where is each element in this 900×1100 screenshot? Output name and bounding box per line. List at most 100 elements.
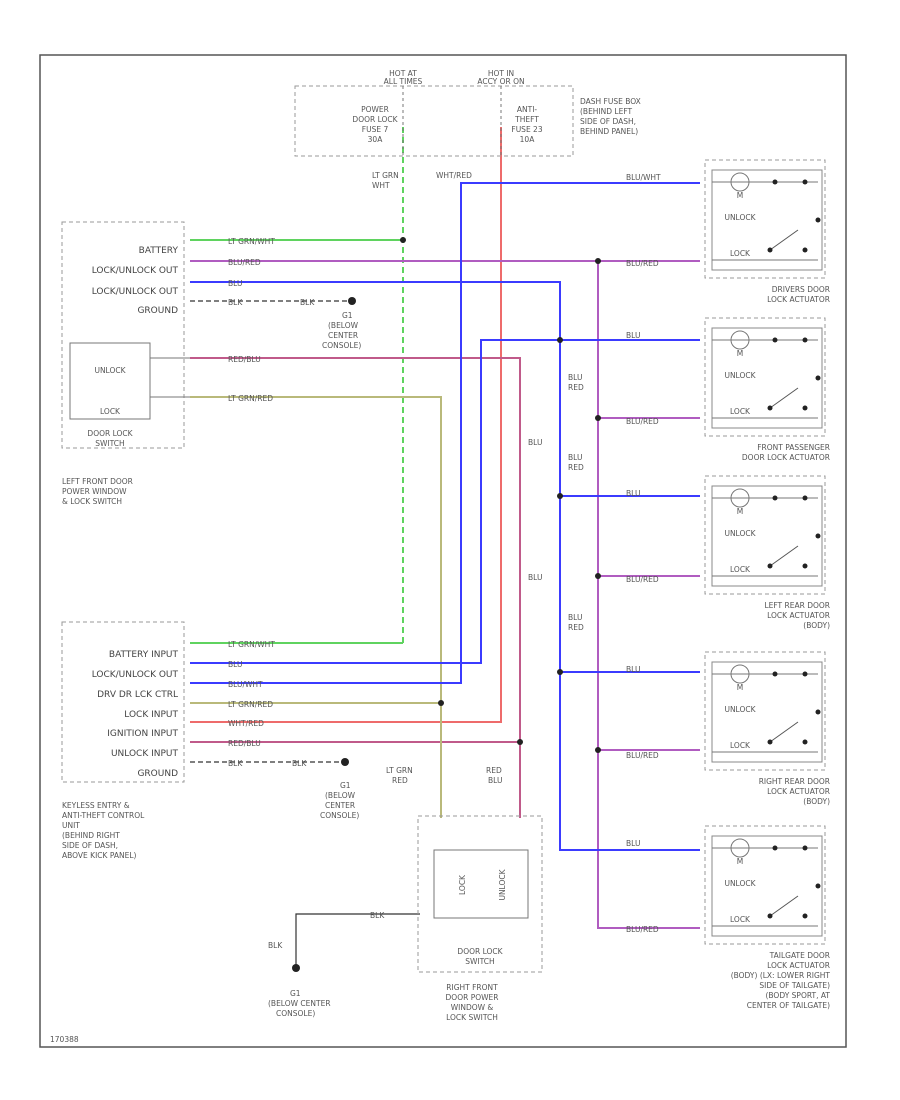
actuator-terminal <box>802 247 808 253</box>
g1-left-3: CENTER <box>328 331 358 340</box>
rs-wr-1: RED <box>486 766 502 775</box>
ground-g1-right <box>292 964 300 972</box>
actuator-terminal <box>815 375 821 381</box>
g1-r-2: (BELOW CENTER <box>268 999 331 1008</box>
fuse-box-caption-4: BEHIND PANEL) <box>580 127 638 136</box>
actuator-inner <box>711 485 823 587</box>
actuator-switch-arm <box>769 229 799 251</box>
actuator-caption-line: DOOR LOCK ACTUATOR <box>742 453 830 462</box>
kpin-unlock-input: UNLOCK INPUT <box>111 749 179 759</box>
actuator-inner <box>711 661 823 763</box>
actuator-unlock-label: UNLOCK <box>724 529 756 538</box>
actuator-terminal <box>815 217 821 223</box>
rs-gw-side: BLK <box>268 941 283 950</box>
actuator-inner <box>711 327 823 429</box>
switch-title-1: DOOR LOCK <box>87 429 133 438</box>
cw-blu-a: BLU <box>528 438 542 447</box>
fuse1-line4: 30A <box>368 135 384 144</box>
wl-blk: BLK <box>228 298 243 307</box>
actuator-unlock-label: UNLOCK <box>724 371 756 380</box>
rs-caption-4: LOCK SWITCH <box>446 1013 498 1022</box>
actuator-top-wire-label: BLU <box>626 839 640 848</box>
actuator-lock-label: LOCK <box>730 249 751 258</box>
actuator-motor-label: M <box>737 191 743 200</box>
kpin-battery: BATTERY INPUT <box>109 650 179 660</box>
left-switch-caption-1: LEFT FRONT DOOR <box>62 477 133 486</box>
actuator-terminal <box>802 845 808 851</box>
actuator-bottom-wire-label: BLU/RED <box>626 575 659 584</box>
left-front-switch: BATTERY LOCK/UNLOCK OUT LOCK/UNLOCK OUT … <box>61 221 190 506</box>
actuator-box <box>704 475 826 595</box>
hot-label-2b: ACCY OR ON <box>477 77 524 86</box>
actuator-inner <box>711 835 823 937</box>
rs-wl-1: LT GRN <box>386 766 413 775</box>
hot-label-1: HOT AT <box>389 69 417 78</box>
kwl-4: WHT/RED <box>228 719 264 728</box>
actuator-terminal <box>772 671 778 677</box>
switch-unlock-label: UNLOCK <box>94 366 126 375</box>
actuator-lock-label: LOCK <box>730 565 751 574</box>
wl-blu: BLU <box>228 279 242 288</box>
actuator-terminal <box>815 709 821 715</box>
pin-lock-unlock-1: LOCK/UNLOCK OUT <box>92 266 179 276</box>
cw-red-2: RED <box>568 463 584 472</box>
wire-label-wht-red: WHT/RED <box>436 171 472 180</box>
rs-caption-1: RIGHT FRONT <box>446 983 498 992</box>
actuator-caption-line: (BODY) (LX: LOWER RIGHT <box>731 971 831 980</box>
actuator-switch-arm <box>769 545 799 567</box>
wl-lt-grn-wht: LT GRN/WHT <box>228 237 275 246</box>
wire-lt-grn-red <box>190 396 442 818</box>
actuator-terminal <box>772 179 778 185</box>
actuator-top-wire-label: BLU <box>626 489 640 498</box>
rs-unlock: UNLOCK <box>498 868 507 900</box>
rs-title-1: DOOR LOCK <box>457 947 503 956</box>
g1-k-3: CENTER <box>325 801 355 810</box>
cw-blu-b: BLU <box>528 573 542 582</box>
actuator-bottom-wire-label: BLU/RED <box>626 751 659 760</box>
wire-blu-keyless <box>190 339 560 664</box>
pin-battery: BATTERY <box>139 246 179 256</box>
wl-blu-red: BLU/RED <box>228 258 261 267</box>
g1-r-3: CONSOLE) <box>276 1009 315 1018</box>
fuse2-line2: THEFT <box>514 115 539 124</box>
actuator-unlock-label: UNLOCK <box>724 879 756 888</box>
actuator-box <box>704 825 826 945</box>
actuator-caption-line: (BODY SPORT, AT <box>765 991 830 1000</box>
actuator-terminal <box>767 405 773 411</box>
kwl-7: BLK <box>292 759 307 768</box>
actuator-switch-arm <box>769 721 799 743</box>
actuator-motor-label: M <box>737 683 743 692</box>
rs-caption-2: DOOR POWER <box>446 993 499 1002</box>
actuator-terminal <box>802 405 808 411</box>
wire-wht-red <box>190 127 502 723</box>
wire-blu-branches <box>560 339 700 673</box>
actuator-switch-arm <box>769 895 799 917</box>
actuator-lock-label: LOCK <box>730 741 751 750</box>
left-switch-caption-3: & LOCK SWITCH <box>62 497 122 506</box>
keyless-caption-2: ANTI-THEFT CONTROL <box>62 811 145 820</box>
fuse2-line3: FUSE 23 <box>511 125 542 134</box>
actuator-bottom-wire-label: BLU/RED <box>626 925 659 934</box>
actuator-switch-arm <box>769 387 799 409</box>
actuator-unlock-label: UNLOCK <box>724 705 756 714</box>
actuator-terminal <box>767 739 773 745</box>
kpin-ground: GROUND <box>137 769 178 779</box>
wl-red-blu: RED/BLU <box>228 355 261 364</box>
actuator-caption-line: RIGHT REAR DOOR <box>759 777 830 786</box>
wire-ground-right <box>295 913 420 968</box>
actuator-caption-line: DRIVERS DOOR <box>772 285 830 294</box>
actuator-lock-label: LOCK <box>730 915 751 924</box>
diagram-id: 170388 <box>50 1035 79 1044</box>
g1-left-4: CONSOLE) <box>322 341 361 350</box>
actuator-bottom-wire-label: BLU/RED <box>626 259 659 268</box>
right-front-switch: LOCK UNLOCK DOOR LOCK SWITCH RIGHT FRONT… <box>417 815 543 1022</box>
actuator-caption-line: CENTER OF TAILGATE) <box>747 1001 830 1010</box>
kwl-0: LT GRN/WHT <box>228 640 275 649</box>
g1-k-4: CONSOLE) <box>320 811 359 820</box>
left-switch-caption-2: POWER WINDOW <box>62 487 127 496</box>
actuator-caption-line: LOCK ACTUATOR <box>767 787 830 796</box>
fuse1-line2: DOOR LOCK <box>352 115 398 124</box>
